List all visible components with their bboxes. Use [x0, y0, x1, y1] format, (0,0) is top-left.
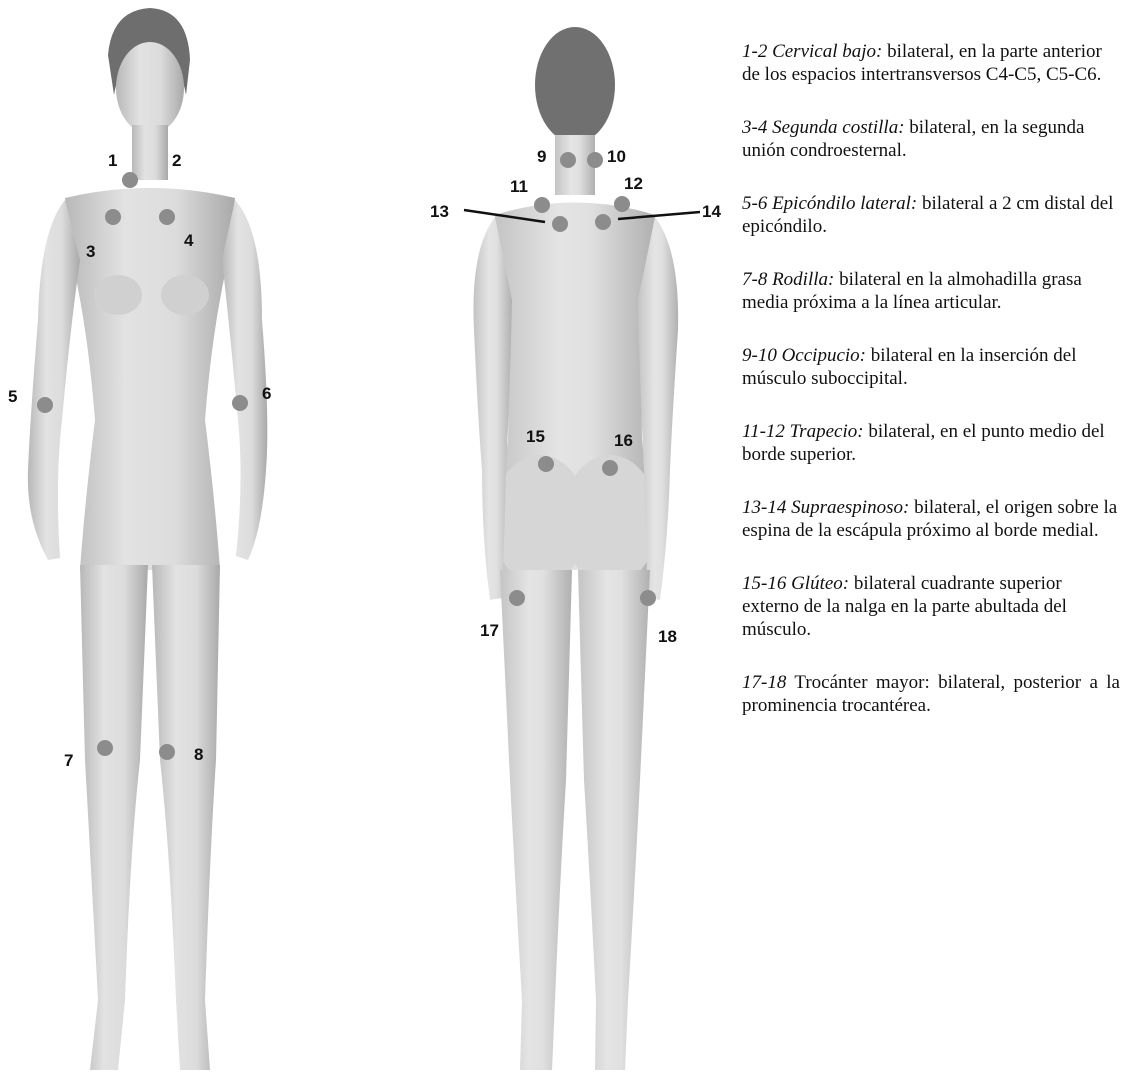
point-label-3: 3 — [86, 243, 95, 260]
legend-item-trapecio: 11-12 Trapecio: bilateral, en el punto m… — [742, 420, 1120, 466]
point-label-4: 4 — [184, 232, 193, 249]
legend-item-text: Trocánter mayor: bilateral, posterior a … — [742, 672, 1120, 716]
tender-point-13 — [552, 216, 568, 232]
tender-point-9 — [560, 152, 576, 168]
point-label-10: 10 — [607, 148, 626, 165]
legend-item-trocanter: 17-18 Trocánter mayor: bilateral, poster… — [742, 671, 1120, 717]
point-label-2: 2 — [172, 152, 181, 169]
point-label-7: 7 — [64, 752, 73, 769]
tender-point-18 — [640, 590, 656, 606]
legend-item-rodilla: 7-8 Rodilla: bilateral en la almohadilla… — [742, 268, 1120, 314]
legend-item-name: 5-6 Epicóndilo lateral: — [742, 193, 917, 214]
tender-point-3 — [105, 209, 121, 225]
point-label-1: 1 — [108, 152, 117, 169]
point-label-18: 18 — [658, 628, 677, 645]
legend-item-name: 3-4 Segunda costilla: — [742, 117, 905, 138]
tender-point-5 — [37, 397, 53, 413]
point-label-17: 17 — [480, 622, 499, 639]
legend-item-name: 11-12 Trapecio: — [742, 421, 864, 442]
tender-point-7 — [97, 740, 113, 756]
legend-item-name: 7-8 Rodilla: — [742, 269, 834, 290]
legend-item-name: 15-16 Glúteo: — [742, 573, 849, 594]
point-label-5: 5 — [8, 388, 17, 405]
tender-point-8 — [159, 744, 175, 760]
point-label-8: 8 — [194, 746, 203, 763]
legend-item-supraespinoso: 13-14 Supraespinoso: bilateral, el orige… — [742, 496, 1120, 542]
legend-item-cervical: 1-2 Cervical bajo: bilateral, en la part… — [742, 40, 1120, 86]
point-label-12: 12 — [624, 175, 643, 192]
tender-point-6 — [232, 395, 248, 411]
tender-point-10 — [587, 152, 603, 168]
tender-point-1 — [122, 172, 138, 188]
point-label-16: 16 — [614, 432, 633, 449]
tender-point-16 — [602, 460, 618, 476]
tender-point-17 — [509, 590, 525, 606]
tender-point-4 — [159, 209, 175, 225]
back-tender-points — [400, 0, 730, 1087]
front-figure: 1 2 3 4 5 6 7 8 — [0, 0, 300, 1087]
legend-item-name: 9-10 Occipucio: — [742, 345, 866, 366]
body-diagram: 1 2 3 4 5 6 7 8 — [0, 0, 730, 1087]
legend-item-gluteo: 15-16 Glúteo: bilateral cuadrante superi… — [742, 572, 1120, 641]
tender-point-15 — [538, 456, 554, 472]
legend-item-name: 17-18 — [742, 672, 786, 693]
pointer-line-14 — [618, 212, 700, 219]
legend-item-epicondilo: 5-6 Epicóndilo lateral: bilateral a 2 cm… — [742, 192, 1120, 238]
point-label-11: 11 — [510, 178, 528, 195]
legend-item-occipucio: 9-10 Occipucio: bilateral en la inserció… — [742, 344, 1120, 390]
point-label-13: 13 — [430, 203, 449, 220]
point-label-14: 14 — [702, 203, 721, 220]
back-figure: 9 10 11 12 13 14 15 16 17 18 — [400, 0, 730, 1087]
legend-item-costilla: 3-4 Segunda costilla: bilateral, en la s… — [742, 116, 1120, 162]
point-label-15: 15 — [526, 428, 545, 445]
tender-points-legend: 1-2 Cervical bajo: bilateral, en la part… — [742, 40, 1120, 747]
tender-point-14 — [595, 214, 611, 230]
pointer-line-13 — [464, 210, 545, 222]
tender-point-11 — [534, 197, 550, 213]
tender-point-12 — [614, 196, 630, 212]
legend-item-name: 13-14 Supraespinoso: — [742, 497, 909, 518]
legend-item-name: 1-2 Cervical bajo: — [742, 41, 882, 62]
front-tender-points — [0, 0, 300, 1087]
point-label-9: 9 — [537, 148, 546, 165]
point-label-6: 6 — [262, 385, 271, 402]
